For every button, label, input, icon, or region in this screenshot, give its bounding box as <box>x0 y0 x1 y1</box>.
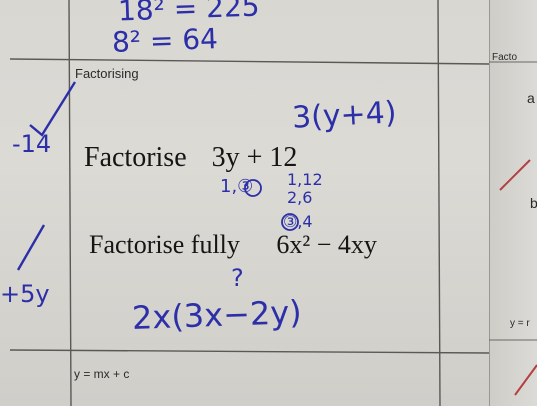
section-heading: Factorising <box>75 66 139 81</box>
adjacent-sheet <box>489 0 537 406</box>
margin-mark-1: -14 <box>12 130 52 158</box>
margin-mark-2: +5y <box>0 280 50 308</box>
tick-mark-1 <box>29 81 77 137</box>
right-column-line <box>437 0 441 406</box>
question-1-prefix: Factorise <box>84 142 187 173</box>
working-circle-1 <box>244 179 262 197</box>
question-2-expression: 6x² − 4xy <box>276 230 377 259</box>
question-2-prefix: Factorise fully <box>89 230 240 259</box>
working-circle-2 <box>281 213 299 231</box>
right-sheet-label-a: a <box>527 90 535 106</box>
right-sheet-footer: y = r <box>510 318 530 329</box>
right-sheet-label-b: b <box>530 195 537 211</box>
q2-question-mark: ? <box>231 264 244 292</box>
q1-answer: 3(y+4) <box>291 95 398 136</box>
question-2: Factorise fully 6x² − 4xy <box>89 230 377 260</box>
q1-working-2: 1,12 <box>287 170 323 189</box>
right-sheet-heading: Facto <box>492 52 518 63</box>
slash-mark <box>16 224 46 271</box>
question-1: Factorise 3y + 12 <box>84 142 297 174</box>
top-section-line <box>9 58 490 65</box>
q2-answer: 2x(3x−2y) <box>131 293 303 337</box>
bottom-heading: y = mx + c <box>74 367 130 381</box>
red-mark-right-2 <box>514 364 537 396</box>
bottom-section-line <box>9 349 490 354</box>
red-mark-right-1 <box>499 159 531 191</box>
q1-working-4: ③,4 <box>283 212 313 231</box>
q1-working-3: 2,6 <box>287 188 313 207</box>
top-work-line-2: 8² = 64 <box>111 22 219 59</box>
left-margin-line <box>68 0 72 406</box>
q1-working-1: 1,③ <box>220 176 254 197</box>
question-1-expression: 3y + 12 <box>211 142 298 173</box>
